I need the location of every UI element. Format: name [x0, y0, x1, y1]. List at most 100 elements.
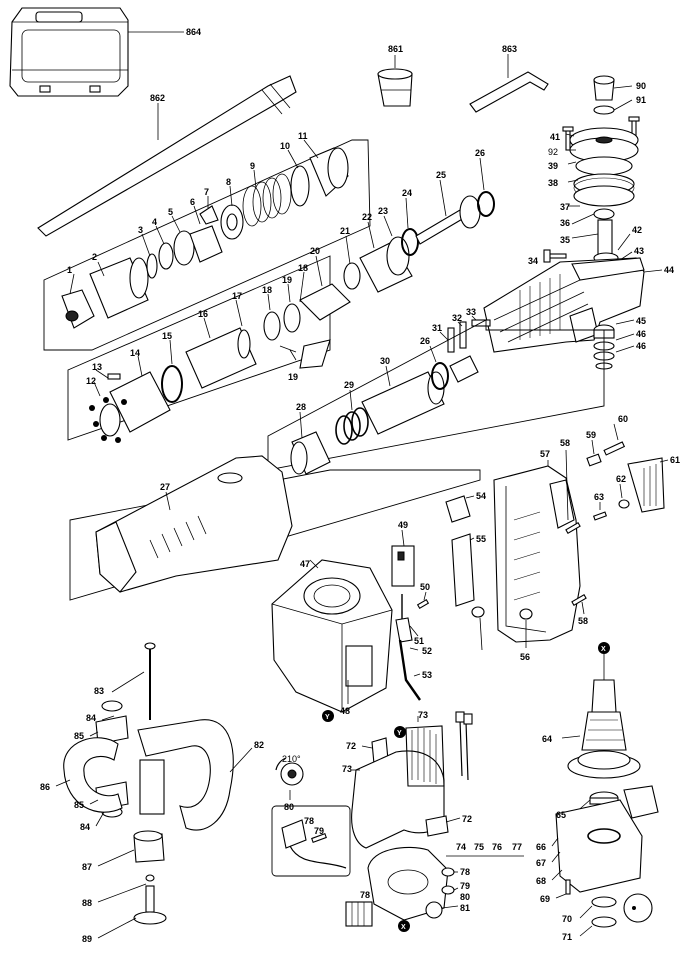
label-44: 44: [664, 265, 674, 275]
field-brush-parts: [271, 711, 524, 927]
label-78-c: 78: [360, 890, 370, 900]
label-82: 82: [254, 740, 264, 750]
gear-parts: [562, 75, 640, 264]
front-barrel-parts: [61, 147, 349, 329]
label-34: 34: [528, 256, 538, 266]
label-51: 51: [414, 636, 424, 646]
label-87: 87: [82, 862, 92, 872]
label-45: 45: [636, 316, 646, 326]
label-77: 77: [512, 842, 522, 852]
leader-lines-middle: [93, 271, 305, 397]
marker-y-bottom: [322, 710, 334, 722]
label-angle: 210°: [282, 754, 301, 764]
label-70: 70: [562, 914, 572, 924]
label-21: 21: [340, 226, 350, 236]
middle-barrel-parts: [89, 303, 331, 443]
label-48: 48: [340, 706, 350, 716]
label-89: 89: [82, 934, 92, 944]
label-1: 1: [67, 265, 72, 275]
label-10: 10: [280, 141, 290, 151]
label-24: 24: [402, 188, 412, 198]
label-92: 92: [548, 147, 558, 157]
label-81: 81: [460, 903, 470, 913]
label-19-a: 19: [282, 275, 292, 285]
label-41: 41: [550, 132, 560, 142]
label-18-a: 18: [262, 285, 272, 295]
main-housing-44: [483, 257, 663, 353]
label-39: 39: [548, 161, 558, 171]
label-46-b: 46: [636, 341, 646, 351]
parts-54-56-94: [445, 495, 533, 651]
leader-lines-side-handle: [55, 671, 253, 939]
label-79-a: 79: [314, 826, 324, 836]
label-74: 74: [456, 842, 466, 852]
label-61: 61: [670, 455, 680, 465]
label-3: 3: [138, 225, 143, 235]
label-84-b: 84: [80, 822, 90, 832]
label-78-a: 78: [304, 816, 314, 826]
label-5: 5: [168, 207, 173, 217]
label-11: 11: [298, 131, 308, 141]
marker-y-bottom-text: Y: [325, 714, 330, 721]
leader-lines-gear: [565, 85, 633, 261]
label-64: 64: [542, 734, 552, 744]
label-14: 14: [130, 348, 140, 358]
parts-59-63: [586, 423, 669, 521]
label-62: 62: [616, 474, 626, 484]
part-27-cover: [95, 455, 293, 593]
label-28: 28: [296, 402, 306, 412]
label-6: 6: [190, 197, 195, 207]
label-38: 38: [548, 178, 558, 188]
cylinder-parts: [290, 355, 479, 475]
label-49: 49: [398, 520, 408, 530]
label-55: 55: [476, 534, 486, 544]
label-60: 60: [618, 414, 628, 424]
group-frame-front: [43, 139, 371, 351]
carry-case-864: [9, 7, 184, 97]
label-63: 63: [594, 492, 604, 502]
label-19-b: 19: [288, 372, 298, 382]
label-85-b: 85: [74, 800, 84, 810]
label-27: 27: [160, 482, 170, 492]
label-12: 12: [86, 376, 96, 386]
label-42: 42: [632, 225, 642, 235]
label-85-a: 85: [74, 731, 84, 741]
label-90: 90: [636, 81, 646, 91]
marker-y-field: [394, 726, 406, 738]
label-68: 68: [536, 876, 546, 886]
label-79-b: 79: [460, 881, 470, 891]
label-29: 29: [344, 380, 354, 390]
label-863: 863: [502, 44, 517, 54]
label-52: 52: [422, 646, 432, 656]
label-16: 16: [198, 309, 208, 319]
marker-x-armature: [598, 642, 610, 654]
marker-x-field-text: X: [401, 924, 406, 931]
leader-lines-front: [69, 139, 319, 295]
label-80-a: 80: [284, 802, 294, 812]
label-9: 9: [250, 161, 255, 171]
parts-58-screws: [565, 449, 587, 615]
label-30: 30: [380, 356, 390, 366]
marker-x-field: [398, 920, 410, 932]
label-84-a: 84: [86, 713, 96, 723]
label-18-b: 18: [298, 263, 308, 273]
marker-y-field-text: Y: [397, 730, 402, 737]
label-13: 13: [92, 362, 102, 372]
label-4: 4: [152, 217, 157, 227]
label-58-a: 58: [560, 438, 570, 448]
label-57: 57: [540, 449, 550, 459]
label-26-a: 26: [475, 148, 485, 158]
label-78-b: 78: [460, 867, 470, 877]
marker-x-armature-text: X: [601, 646, 606, 653]
label-72-a: 72: [346, 741, 356, 751]
label-66: 66: [536, 842, 546, 852]
label-25: 25: [436, 170, 446, 180]
label-53: 53: [422, 670, 432, 680]
label-46-a: 46: [636, 329, 646, 339]
label-864: 864: [186, 27, 201, 37]
label-72-b: 72: [462, 814, 472, 824]
part-863-hex-key: [469, 54, 549, 113]
label-54: 54: [476, 491, 486, 501]
part-861-cap: [377, 55, 413, 107]
